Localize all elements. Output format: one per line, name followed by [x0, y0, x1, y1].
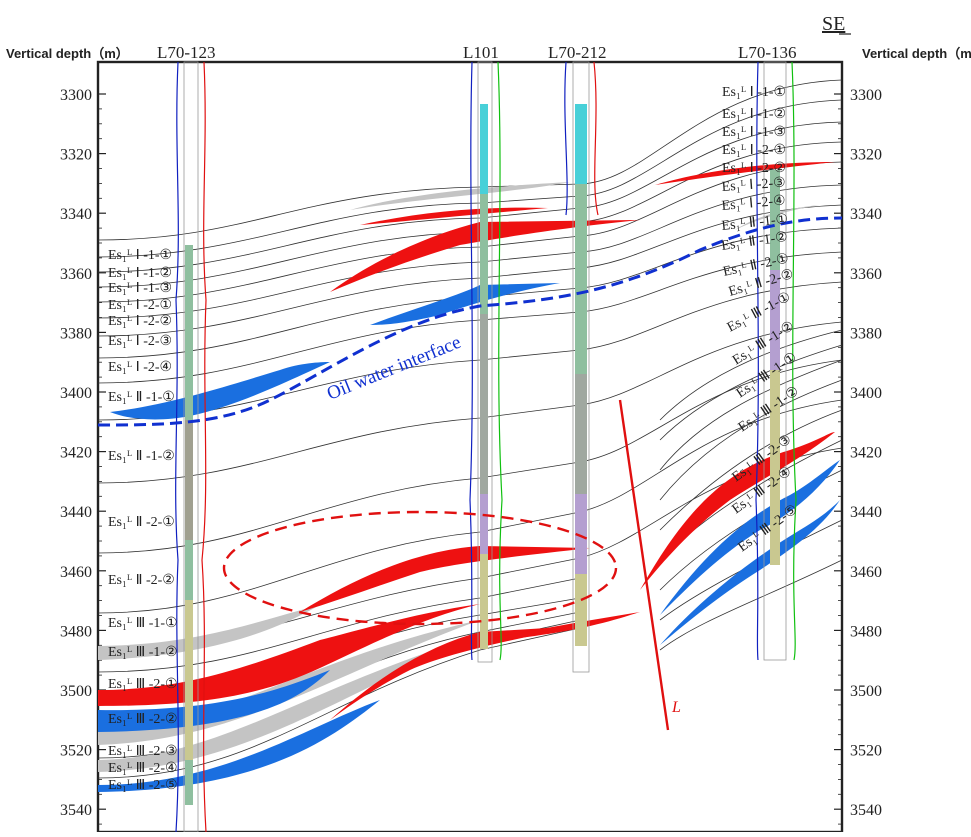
zone-label-left: Es₁ᴸ Ⅲ -1-② [108, 645, 178, 660]
depth-tick-label: 3440 [850, 504, 882, 521]
zone-label-right: Es₁ᴸ Ⅱ -1-① [721, 212, 789, 234]
zone-label-left: Es₁ᴸ Ⅲ -2-⑤ [108, 778, 178, 793]
well-name-l70-136: L70-136 [738, 43, 797, 62]
depth-tick-label: 3340 [60, 206, 92, 223]
depth-tick-label: 3400 [60, 385, 92, 402]
zone-label-right: Es₁ᴸ Ⅰ -1-② [722, 107, 786, 122]
zone-label-right: Es₁ᴸ Ⅰ -2-① [722, 143, 786, 158]
fault-label: L [671, 699, 681, 716]
zone-label-left: Es₁ᴸ Ⅱ -1-② [108, 449, 175, 464]
depth-tick-label: 3500 [60, 683, 92, 700]
direction-label: SE [822, 13, 845, 35]
well-name-l101: L101 [463, 43, 499, 62]
dry-layers [98, 182, 820, 772]
zone-label-left: Es₁ᴸ Ⅰ -2-② [108, 314, 172, 329]
depth-tick-label: 3340 [850, 206, 882, 223]
well-name-l70-123: L70-123 [157, 43, 216, 62]
zone-label-left: Es₁ᴸ Ⅲ -2-③ [108, 744, 178, 759]
oil-body [480, 612, 640, 642]
zone-label-right: Es₁ᴸ Ⅰ -1-① [722, 85, 786, 100]
depth-tick-label: 3440 [60, 504, 92, 521]
zone-label-left: Es₁ᴸ Ⅰ -2-① [108, 298, 172, 313]
fault-line [618, 399, 670, 731]
water-body [660, 500, 840, 645]
zone-label-right: Es₁ᴸ Ⅰ -2-③ [721, 176, 786, 195]
water-body [660, 460, 840, 615]
water-body [370, 283, 560, 325]
depth-tick-label: 3460 [850, 564, 882, 581]
zone-label-left: Es₁ᴸ Ⅰ -2-③ [108, 334, 172, 349]
depth-tick-label: 3420 [60, 445, 92, 462]
depth-tick-label: 3480 [850, 623, 882, 640]
zone-label-left: Es₁ᴸ Ⅱ -1-① [108, 390, 175, 405]
zone-label-left: Es₁ᴸ Ⅰ -2-④ [108, 360, 172, 375]
depth-tick-label: 3320 [850, 147, 882, 164]
oil-body [330, 626, 580, 720]
left-depth-axis: 3300 3320 3340 3360 3380 3400 3420 3440 3460 3480… [60, 87, 106, 825]
depth-tick-label: 3480 [60, 623, 92, 640]
zone-label-left: Es₁ᴸ Ⅲ -1-① [108, 616, 178, 631]
zone-label-right: Es₁ᴸ Ⅰ -1-③ [722, 125, 786, 140]
depth-tick-label: 3540 [60, 802, 92, 819]
depth-tick-label: 3300 [60, 87, 92, 104]
well-l70-136 [755, 61, 797, 661]
depth-tick-label: 3360 [60, 266, 92, 283]
oil-body [360, 207, 548, 225]
depth-tick-label: 3380 [850, 325, 882, 342]
right-depth-axis: 3300 3320 3340 3360 3380 3400 3420 3440 3460 3480… [834, 87, 882, 825]
well-name-l70-212: L70-212 [548, 43, 607, 62]
depth-tick-label: 3400 [850, 385, 882, 402]
depth-tick-label: 3380 [60, 325, 92, 342]
zone-label-left: Es₁ᴸ Ⅰ -1-① [108, 248, 172, 263]
zone-label-left: Es₁ᴸ Ⅰ -1-② [108, 266, 172, 281]
depth-tick-label: 3500 [850, 683, 882, 700]
zone-label-left: Es₁ᴸ Ⅲ -2-① [108, 677, 178, 692]
depth-tick-label: 3520 [60, 743, 92, 760]
depth-tick-label: 3420 [850, 445, 882, 462]
well-l101 [469, 61, 503, 663]
zone-label-left: Es₁ᴸ Ⅲ -2-④ [108, 761, 178, 776]
left-axis-title: Vertical depth（m） [6, 46, 129, 61]
water-body [98, 700, 380, 792]
water-body [98, 670, 330, 732]
oil-water-interface-label: Oil water interface [324, 332, 464, 405]
zone-label-left: Es₁ᴸ Ⅲ -2-② [108, 712, 178, 727]
zone-label-right: Es₁ᴸ Ⅰ -2-④ [721, 193, 786, 214]
zone-label-left: Es₁ᴸ Ⅱ -2-① [108, 515, 175, 530]
well-l70-212 [564, 61, 599, 673]
zone-label-left: Es₁ᴸ Ⅰ -1-③ [108, 281, 172, 296]
highlight-ellipse [222, 510, 618, 626]
zone-label-right: Es₁ᴸ Ⅰ -2-② [722, 161, 786, 176]
oil-body [98, 604, 480, 706]
oil-body [300, 546, 590, 612]
depth-tick-label: 3520 [850, 743, 882, 760]
depth-tick-label: 3460 [60, 564, 92, 581]
depth-tick-label: 3540 [850, 802, 882, 819]
depth-tick-label: 3300 [850, 87, 882, 104]
right-axis-title: Vertical depth（m） [862, 46, 971, 61]
oil-water-interface-line [97, 216, 843, 427]
water-layers [98, 283, 840, 792]
water-body [110, 362, 330, 420]
depth-tick-label: 3320 [60, 147, 92, 164]
depth-tick-label: 3360 [850, 266, 882, 283]
zone-label-left: Es₁ᴸ Ⅱ -2-② [108, 573, 175, 588]
